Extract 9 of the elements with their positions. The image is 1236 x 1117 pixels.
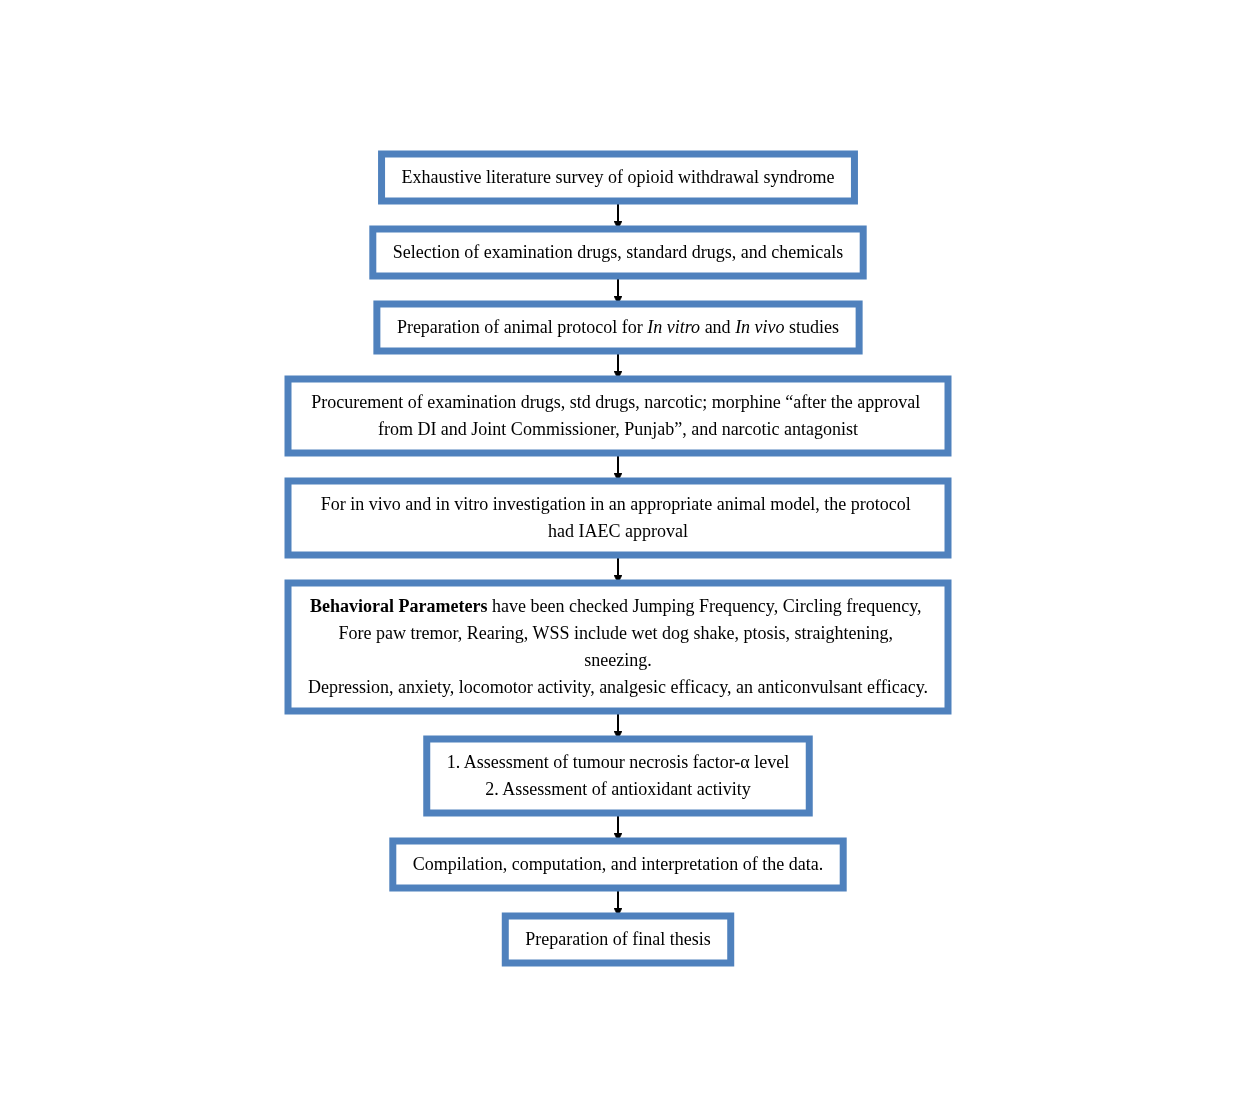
node-box: Selection of examination drugs, standard drugs, and chemicals — [369, 225, 867, 280]
node-box: Exhaustive literature survey of opioid withdrawal syndrome — [378, 150, 858, 205]
node-box: 1. Assessment of tumour necrosis factor-α level 2. Assessment of antioxidant activity — [423, 735, 813, 817]
node-box: Preparation of final thesis — [501, 912, 735, 967]
node-box: Behavioral Parameters have been checked Jumping Frequency, Circling frequency, Fore paw tremor, Rearing, WSS include wet dog shake, ptosis, straightening, sneezing. Depression, anxiety, locomotor activity, analgesic efficacy, an anticonvulsant efficacy. — [284, 579, 952, 715]
node-box: For in vivo and in vitro investigation in an appropriate animal model, the protocol had IAEC approval — [284, 477, 952, 559]
node-box: Preparation of animal protocol for In vitro and In vivo studies — [373, 300, 863, 355]
node-box: Compilation, computation, and interpretation of the data. — [389, 837, 847, 892]
node-box: Procurement of examination drugs, std drugs, narcotic; morphine “after the approval from DI and Joint Commissioner, Punjab”, and narcotic antagonist — [284, 375, 952, 457]
